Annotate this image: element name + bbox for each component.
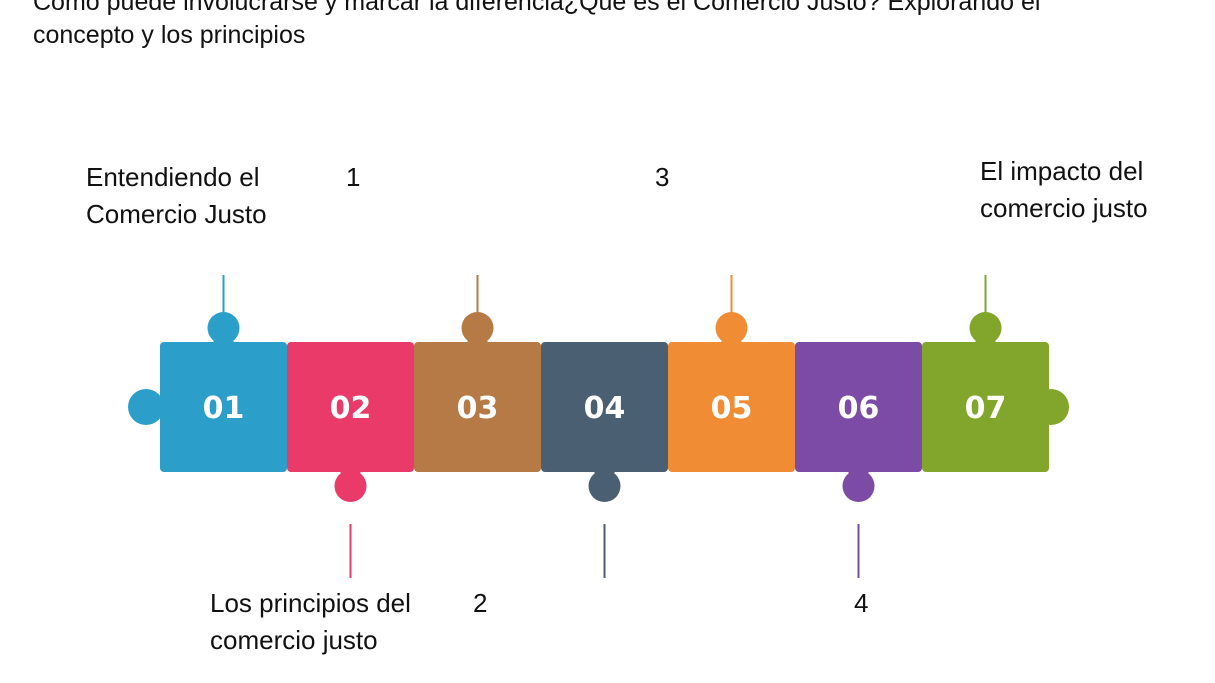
piece-body: [668, 342, 795, 472]
piece-body: [414, 342, 541, 472]
step-number-2: 2: [473, 588, 488, 618]
label-principles-fair-trade: Los principios del comercio justo: [210, 588, 411, 655]
piece-knob: [588, 470, 621, 502]
puzzle-piece-07: 07: [922, 312, 1069, 472]
label-impact-fair-trade: El impacto del comercio justo: [980, 156, 1148, 223]
piece-body: [160, 342, 287, 472]
label-understanding-fair-trade: Entendiendo el Comercio Justo: [86, 162, 267, 229]
puzzle-pieces: 01 02 03 04 05 06 07: [128, 312, 1069, 502]
page-heading: Cómo puede involucrarse y marcar la dife…: [33, 0, 1193, 52]
step-number-1: 1: [346, 162, 361, 192]
puzzle-piece-06: 06: [795, 342, 939, 502]
heading-line-2: concepto y los principios: [33, 21, 306, 49]
piece-left-knob: [128, 389, 164, 425]
piece-knob: [207, 312, 240, 344]
heading-line-1: Cómo puede involucrarse y marcar la dife…: [33, 0, 1041, 16]
piece-body: [541, 342, 668, 472]
puzzle-piece-02: 02: [287, 342, 431, 502]
step-number-3: 3: [655, 162, 670, 192]
piece-side-knob: [1033, 389, 1069, 425]
piece-body: [795, 342, 922, 472]
piece-knob: [334, 470, 367, 502]
puzzle-piece-01: 01: [128, 312, 304, 472]
piece-knob: [842, 470, 875, 502]
puzzle-piece-03: 03: [414, 312, 558, 472]
piece-number-01: 01: [203, 391, 245, 426]
piece-body: [287, 342, 414, 472]
puzzle-piece-05: 05: [668, 312, 812, 472]
piece-number-05: 05: [711, 391, 753, 426]
puzzle-piece-04: 04: [541, 342, 685, 502]
piece-body: [922, 342, 1049, 472]
piece-knob: [461, 312, 494, 344]
step-number-4: 4: [854, 588, 869, 618]
piece-number-03: 03: [457, 391, 499, 426]
piece-number-07: 07: [965, 391, 1007, 426]
piece-knob: [969, 312, 1002, 344]
piece-number-02: 02: [330, 391, 372, 426]
piece-number-06: 06: [838, 391, 880, 426]
piece-knob: [715, 312, 748, 344]
piece-number-04: 04: [584, 391, 626, 426]
